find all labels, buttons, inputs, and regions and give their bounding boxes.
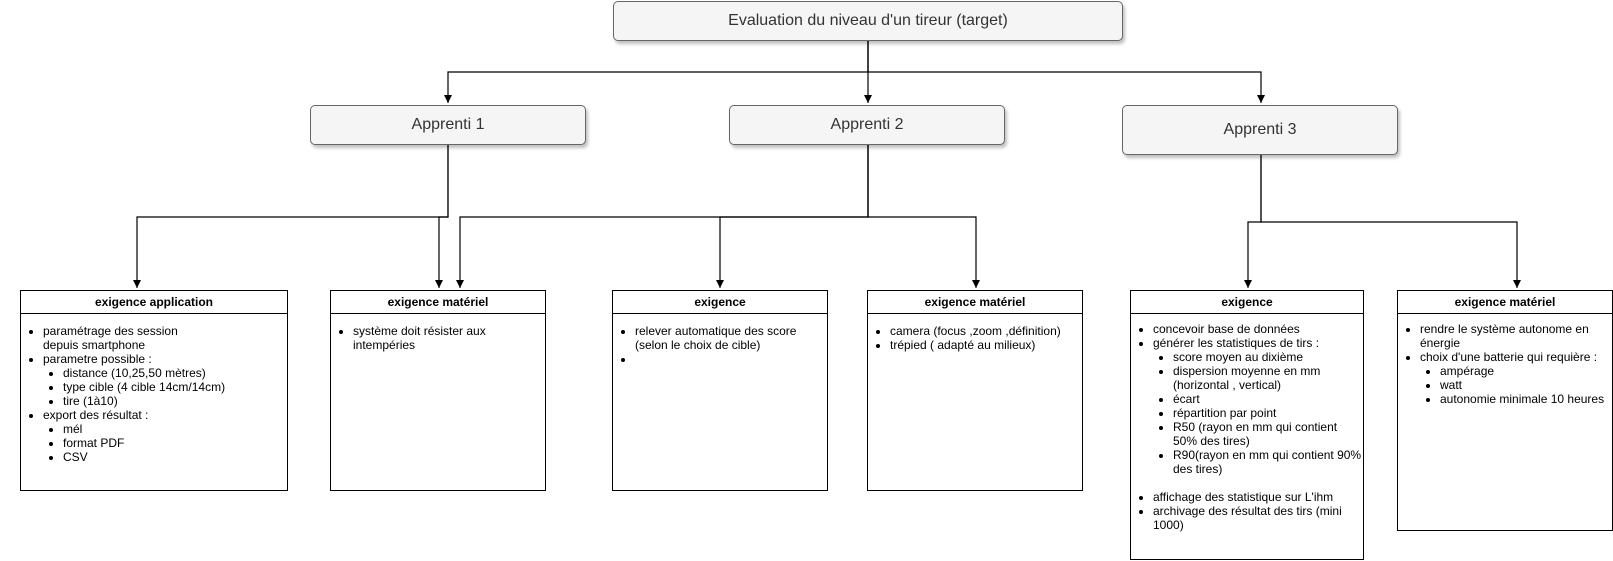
list-item: archivage des résultat des tirs (mini 10… — [1153, 504, 1363, 532]
bullet-list: camera (focus ,zoom ,définition)trépied … — [868, 324, 1082, 352]
card-title: exigence — [1131, 291, 1363, 314]
edge-apprenti-2-card-3 — [716, 144, 869, 288]
card-exigence-2: exigence relever automatique des score (… — [612, 290, 828, 491]
list-item: paramétrage des session depuis smartphon… — [43, 324, 287, 352]
edge-apprenti-3-card-5 — [1244, 154, 1262, 288]
sub-list-item: mél — [63, 422, 287, 436]
list-item-text: générer les statistiques de tirs : — [1153, 336, 1320, 350]
list-item: relever automatique des score (selon le … — [635, 324, 827, 352]
sub-list: distance (10,25,50 mètres)type cible (4 … — [43, 366, 287, 408]
card-exigence-materiel-1: exigence matériel système doit résister … — [330, 290, 546, 491]
list-item: parametre possible :distance (10,25,50 m… — [43, 352, 287, 408]
list-item-text: affichage des statistique sur L'ihm — [1153, 490, 1334, 504]
sub-list-item: écart — [1173, 392, 1363, 406]
list-item: affichage des statistique sur L'ihm — [1153, 490, 1363, 504]
edge-apprenti-2-card-4 — [867, 144, 980, 288]
list-item: rendre le système autonome en énergie — [1420, 322, 1612, 350]
sub-list-item: dispersion moyenne en mm (horizontal , v… — [1173, 364, 1363, 392]
card-body: rendre le système autonome en énergiecho… — [1398, 314, 1612, 406]
card-exigence-3: exigence concevoir base de donnéesgénére… — [1130, 290, 1364, 560]
sub-list-item: R50 (rayon en mm qui contient 50% des ti… — [1173, 420, 1363, 448]
card-exigence-materiel-3: exigence matériel rendre le système auto… — [1397, 290, 1613, 531]
bullet-list: système doit résister aux intempéries — [331, 324, 545, 352]
sub-list-item: type cible (4 cible 14cm/14cm) — [63, 380, 287, 394]
list-item-text: relever automatique des score (selon le … — [635, 324, 797, 352]
root-node-label: Evaluation du niveau d'un tireur (target… — [728, 12, 1008, 29]
list-item-text: camera (focus ,zoom ,définition) — [890, 324, 1061, 338]
root-node: Evaluation du niveau d'un tireur (target… — [613, 1, 1123, 41]
bullet-list: concevoir base de donnéesgénérer les sta… — [1131, 322, 1363, 532]
list-item-text: trépied ( adapté au milieux) — [890, 338, 1036, 352]
list-item-text: système doit résister aux intempéries — [353, 324, 486, 352]
apprenti-2-node: Apprenti 2 — [729, 105, 1005, 145]
card-title: exigence matériel — [868, 291, 1082, 314]
edge-apprenti-3-card-6 — [1260, 154, 1521, 288]
card-title: exigence matériel — [331, 291, 545, 314]
edge-apprenti-2-card-2 — [456, 144, 869, 288]
sub-list-item: format PDF — [63, 436, 287, 450]
list-item-text: paramétrage des session depuis smartphon… — [43, 324, 178, 352]
sub-list-item: score moyen au dixième — [1173, 350, 1363, 364]
bullet-list: paramétrage des session depuis smartphon… — [21, 324, 287, 464]
sub-list-item: watt — [1440, 378, 1612, 392]
edge-root-apprenti-3 — [867, 41, 1265, 103]
list-item — [635, 352, 827, 366]
sub-list-item: tire (1à10) — [63, 394, 287, 408]
sub-list-item: R90(rayon en mm qui contient 90% des tir… — [1173, 448, 1363, 476]
card-exigence-materiel-2: exigence matériel camera (focus ,zoom ,d… — [867, 290, 1083, 491]
bullet-list: relever automatique des score (selon le … — [613, 324, 827, 366]
list-item: générer les statistiques de tirs :score … — [1153, 336, 1363, 476]
bullet-list: rendre le système autonome en énergiecho… — [1398, 322, 1612, 406]
sub-list-item: répartition par point — [1173, 406, 1363, 420]
apprenti-3-node: Apprenti 3 — [1122, 105, 1398, 155]
sub-list-item: autonomie minimale 10 heures — [1440, 392, 1612, 406]
card-body: paramétrage des session depuis smartphon… — [21, 314, 287, 464]
list-item-text: rendre le système autonome en énergie — [1420, 322, 1589, 350]
edge-apprenti-1-card-1 — [133, 144, 449, 288]
sub-list: mélformat PDFCSV — [43, 422, 287, 464]
sub-list-item: distance (10,25,50 mètres) — [63, 366, 287, 380]
list-item-text: parametre possible : — [43, 352, 152, 366]
edge-root-apprenti-1 — [444, 41, 869, 103]
list-item-text: concevoir base de données — [1153, 322, 1300, 336]
card-title: exigence — [613, 291, 827, 314]
list-item: trépied ( adapté au milieux) — [890, 338, 1082, 352]
list-item-text: export des résultat : — [43, 408, 149, 422]
card-body: camera (focus ,zoom ,définition)trépied … — [868, 314, 1082, 352]
apprenti-1-node: Apprenti 1 — [310, 105, 586, 145]
card-title: exigence matériel — [1398, 291, 1612, 314]
list-item: choix d'une batterie qui requière :ampér… — [1420, 350, 1612, 406]
sub-list: score moyen au dixièmedispersion moyenne… — [1153, 350, 1363, 476]
sub-list-item: ampérage — [1440, 364, 1612, 378]
list-item: export des résultat :mélformat PDFCSV — [43, 408, 287, 464]
list-item-text: choix d'une batterie qui requière : — [1420, 350, 1598, 364]
list-item: système doit résister aux intempéries — [353, 324, 545, 352]
apprenti-3-label: Apprenti 3 — [1223, 121, 1297, 138]
sub-list: ampéragewattautonomie minimale 10 heures — [1420, 364, 1612, 406]
edge-apprenti-1-card-2 — [435, 144, 449, 288]
apprenti-1-label: Apprenti 1 — [411, 116, 485, 133]
card-body: concevoir base de donnéesgénérer les sta… — [1131, 314, 1363, 532]
apprenti-2-label: Apprenti 2 — [830, 116, 904, 133]
sub-list-item: CSV — [63, 450, 287, 464]
list-item-text: archivage des résultat des tirs (mini 10… — [1153, 504, 1342, 532]
card-title: exigence application — [21, 291, 287, 314]
card-body: relever automatique des score (selon le … — [613, 314, 827, 366]
card-exigence-application: exigence application paramétrage des ses… — [20, 290, 288, 491]
list-spacer — [1153, 476, 1363, 490]
card-body: système doit résister aux intempéries — [331, 314, 545, 352]
list-item: concevoir base de données — [1153, 322, 1363, 336]
list-item: camera (focus ,zoom ,définition) — [890, 324, 1082, 338]
